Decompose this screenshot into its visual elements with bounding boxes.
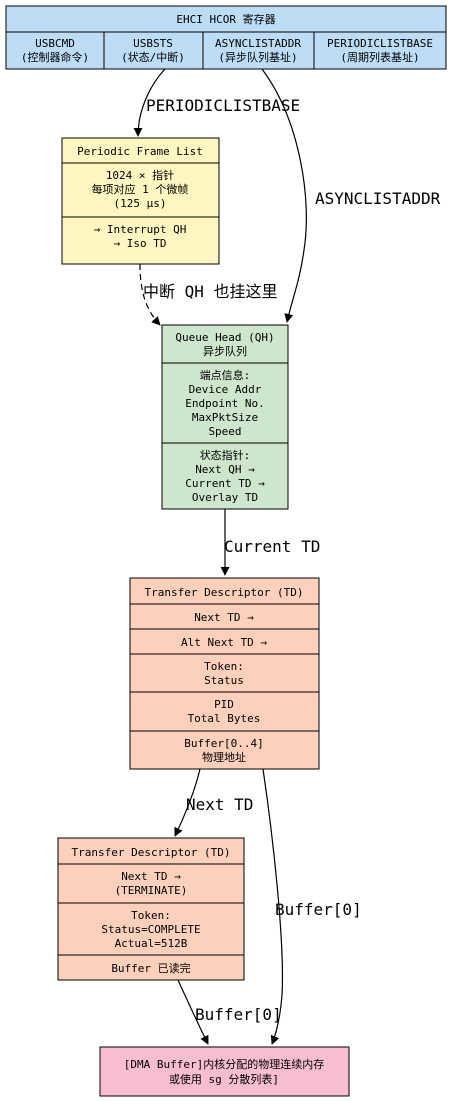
- edge-label-periodiclistbase: PERIODICLISTBASE: [146, 96, 300, 115]
- td1-next-td: Next TD →: [194, 611, 254, 624]
- periodic-ptr-iso-td: → Iso TD: [114, 237, 167, 250]
- qh-title: Queue Head (QH): [175, 331, 274, 344]
- td1-buffer-line: 物理地址: [202, 750, 246, 764]
- edge-label-current-td: Current TD: [224, 537, 320, 556]
- transfer-descriptor-2-node: Transfer Descriptor (TD) Next TD → (TERM…: [57, 837, 245, 981]
- edge-label-next-td: Next TD: [186, 795, 253, 814]
- edge-label-asynclistaddr: ASYNCLISTADDR: [315, 189, 441, 208]
- edge-buffer0-right: [262, 768, 284, 1045]
- usbsts-desc: (状态/中断): [121, 50, 185, 64]
- transfer-descriptor-1-node: Transfer Descriptor (TD) Next TD → Alt N…: [129, 577, 320, 770]
- edge-buffer0-bottom: [177, 979, 209, 1045]
- td1-buffer-line: Buffer[0..4]: [184, 737, 263, 750]
- td2-token-line: Token:: [131, 909, 171, 922]
- td2-next-td: Next TD →: [121, 870, 181, 883]
- periodic-frame-list-node: Periodic Frame List 1024 × 指针 每项对应 1 个微帧…: [61, 137, 220, 265]
- usbcmd-label: USBCMD: [35, 37, 75, 50]
- qh-endpoint-line: MaxPktSize: [192, 411, 258, 424]
- td1-title: Transfer Descriptor (TD): [145, 586, 304, 599]
- qh-endpoint-line: Speed: [208, 425, 241, 438]
- edges: [133, 68, 307, 1045]
- td1-box: [129, 577, 320, 770]
- td1-pid-line: Total Bytes: [188, 712, 261, 725]
- td1-token-line: Status: [204, 674, 244, 687]
- periodic-box: [61, 137, 220, 265]
- qh-box: [161, 324, 289, 510]
- td1-pid-line: PID: [214, 698, 234, 711]
- td2-token-line: Status=COMPLETE: [101, 923, 200, 936]
- dma-line: [DMA Buffer]内核分配的物理连续内存: [124, 1057, 324, 1071]
- qh-endpoint-line: 端点信息:: [200, 368, 251, 382]
- dma-buffer-node: [DMA Buffer]内核分配的物理连续内存 或使用 sg 分散列表]: [99, 1046, 350, 1097]
- periodic-body-line: 每项对应 1 个微帧: [92, 182, 189, 196]
- td1-token-line: Token:: [204, 660, 244, 673]
- usbsts-label: USBSTS: [133, 37, 173, 50]
- periodic-body-line: (125 μs): [114, 197, 167, 210]
- asynclistaddr-label: ASYNCLISTADDR: [215, 37, 301, 50]
- hcor-register-block: EHCI HCOR 寄存器 USBCMD (控制器命令) USBSTS (状态/…: [5, 5, 447, 70]
- queue-head-node: Queue Head (QH) 异步队列 端点信息: Device Addr E…: [161, 324, 289, 510]
- periodic-title: Periodic Frame List: [77, 145, 203, 158]
- qh-subtitle: 异步队列: [203, 344, 247, 358]
- edge-label-interrupt-qh: 中断 QH 也挂这里: [143, 282, 278, 301]
- qh-status-line: Current TD →: [185, 477, 265, 490]
- usbcmd-desc: (控制器命令): [21, 50, 89, 64]
- edge-label-buffer0-right: Buffer[0]: [275, 900, 362, 919]
- periodiclistbase-label: PERIODICLISTBASE: [327, 37, 433, 50]
- hcor-title: EHCI HCOR 寄存器: [176, 12, 275, 26]
- td2-token-line: Actual=512B: [115, 937, 188, 950]
- td1-alt-next-td: Alt Next TD →: [181, 636, 267, 649]
- dma-box: [99, 1046, 350, 1097]
- edge-periodiclistbase: [133, 68, 166, 137]
- periodic-body-line: 1024 × 指针: [106, 168, 174, 182]
- hcor-title-box: [5, 5, 447, 33]
- edge-interrupt-qh: [139, 263, 161, 326]
- qh-endpoint-line: Endpoint No.: [185, 397, 264, 410]
- td2-box: [57, 837, 245, 981]
- hcor-cells-box: [5, 31, 447, 70]
- qh-status-line: Next QH →: [195, 463, 255, 476]
- periodic-ptr-interrupt-qh: → Interrupt QH: [94, 223, 187, 236]
- edge-label-buffer0-bottom: Buffer[0]: [195, 1005, 282, 1024]
- td2-buffer-done: Buffer 已读完: [111, 961, 190, 975]
- td2-title: Transfer Descriptor (TD): [72, 846, 231, 859]
- asynclistaddr-desc: (异步队列基址): [218, 50, 297, 64]
- periodiclistbase-desc: (周期列表基址): [340, 50, 419, 64]
- td2-terminate: (TERMINATE): [115, 884, 188, 897]
- edge-asynclistaddr: [261, 68, 307, 323]
- qh-status-line: Overlay TD: [192, 491, 258, 504]
- qh-status-line: 状态指针:: [200, 448, 251, 462]
- edge-next-td: [174, 768, 201, 837]
- dma-line: 或使用 sg 分散列表]: [169, 1072, 279, 1086]
- qh-endpoint-line: Device Addr: [189, 383, 262, 396]
